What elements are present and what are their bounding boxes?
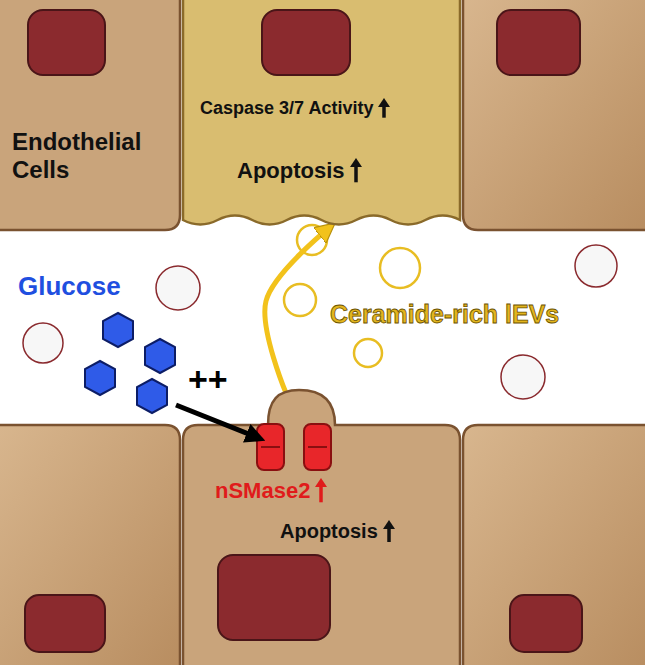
nucleus xyxy=(28,10,105,75)
ceramide-vesicles xyxy=(284,225,420,367)
glucose-molecules xyxy=(85,313,175,413)
cell-membrane xyxy=(0,0,180,230)
cell-membrane xyxy=(183,390,460,665)
increase-arrow xyxy=(378,98,390,119)
cell-label: Endothelial Cells xyxy=(12,128,172,183)
vesicle-label: Ceramide-rich lEVs xyxy=(330,300,559,329)
nucleus xyxy=(25,595,105,652)
increase-arrow xyxy=(315,478,327,503)
stimulation-sign: ++ xyxy=(188,360,228,399)
apoptosis-label: Apoptosis xyxy=(237,158,345,183)
apoptosis-label: Apoptosis xyxy=(280,520,378,543)
cell-membrane xyxy=(183,0,460,225)
glucose-label: Glucose xyxy=(18,272,121,302)
vesicles xyxy=(23,245,617,399)
channel-groove xyxy=(261,446,280,448)
endothelial-cell xyxy=(0,425,180,665)
stimulation-arrow xyxy=(176,405,256,437)
endothelial-cell xyxy=(463,0,645,230)
nucleus xyxy=(262,10,350,75)
caspase-label: Caspase 3/7 Activity xyxy=(200,98,373,119)
endothelial-cell xyxy=(463,425,645,665)
nucleus xyxy=(497,10,580,75)
apoptotic-cell: Caspase 3/7 ActivityApoptosis xyxy=(183,0,460,232)
endothelial-cell: nSMase2Apoptosis xyxy=(183,390,460,665)
enzyme-label: nSMase2 xyxy=(215,478,310,503)
increase-arrow xyxy=(350,158,362,183)
vesicle-transfer-arrow xyxy=(265,228,329,393)
nsmase2-channel xyxy=(304,424,331,470)
channel-groove xyxy=(308,446,327,448)
nsmase2-channel xyxy=(257,424,284,470)
endothelial-cell: Endothelial Cells xyxy=(0,0,180,230)
cell-outline xyxy=(0,0,180,230)
increase-arrow xyxy=(383,520,395,543)
nucleus xyxy=(218,555,330,640)
nucleus xyxy=(510,595,582,652)
